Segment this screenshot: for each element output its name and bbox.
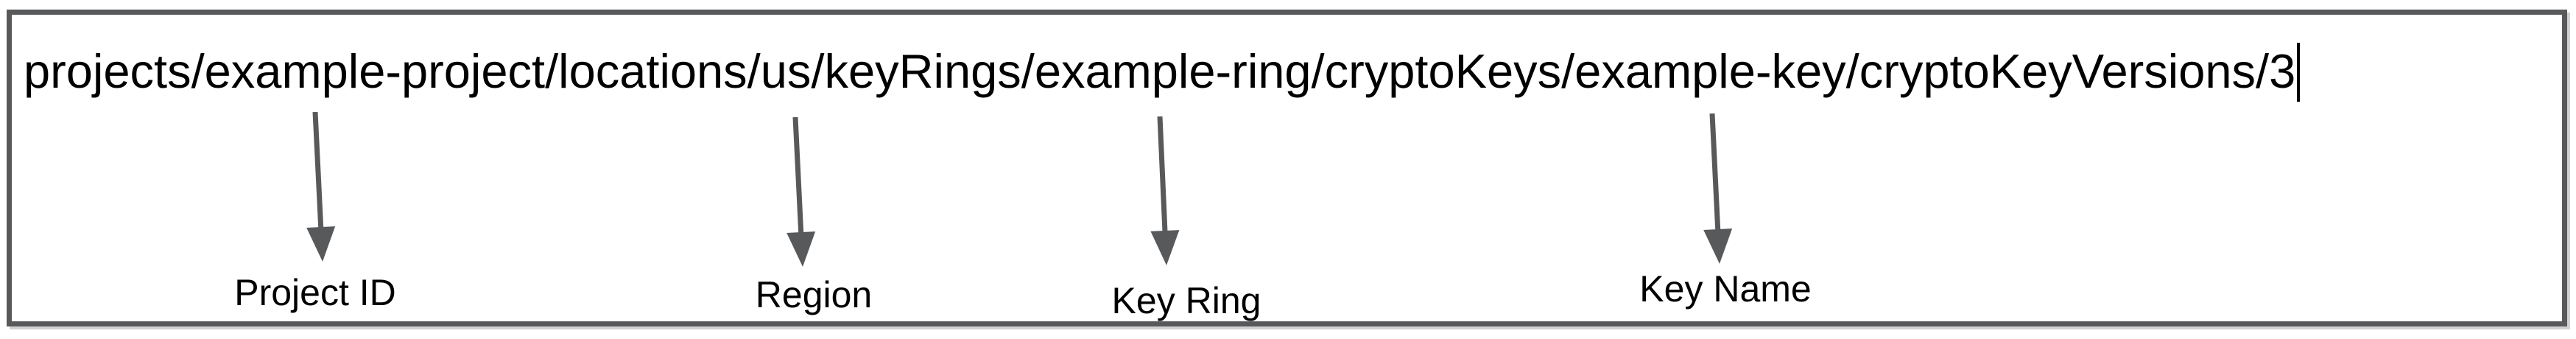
text-cursor-caret bbox=[2297, 43, 2301, 102]
region-label: Region bbox=[755, 274, 873, 315]
key-ring-label: Key Ring bbox=[1111, 280, 1261, 321]
resource-path-value: projects/example-project/locations/us/ke… bbox=[24, 44, 2296, 98]
key-name-label: Key Name bbox=[1639, 268, 1812, 310]
project-id-label: Project ID bbox=[234, 272, 396, 313]
resource-path-text[interactable]: projects/example-project/locations/us/ke… bbox=[24, 42, 2301, 102]
diagram-border bbox=[7, 10, 2567, 326]
